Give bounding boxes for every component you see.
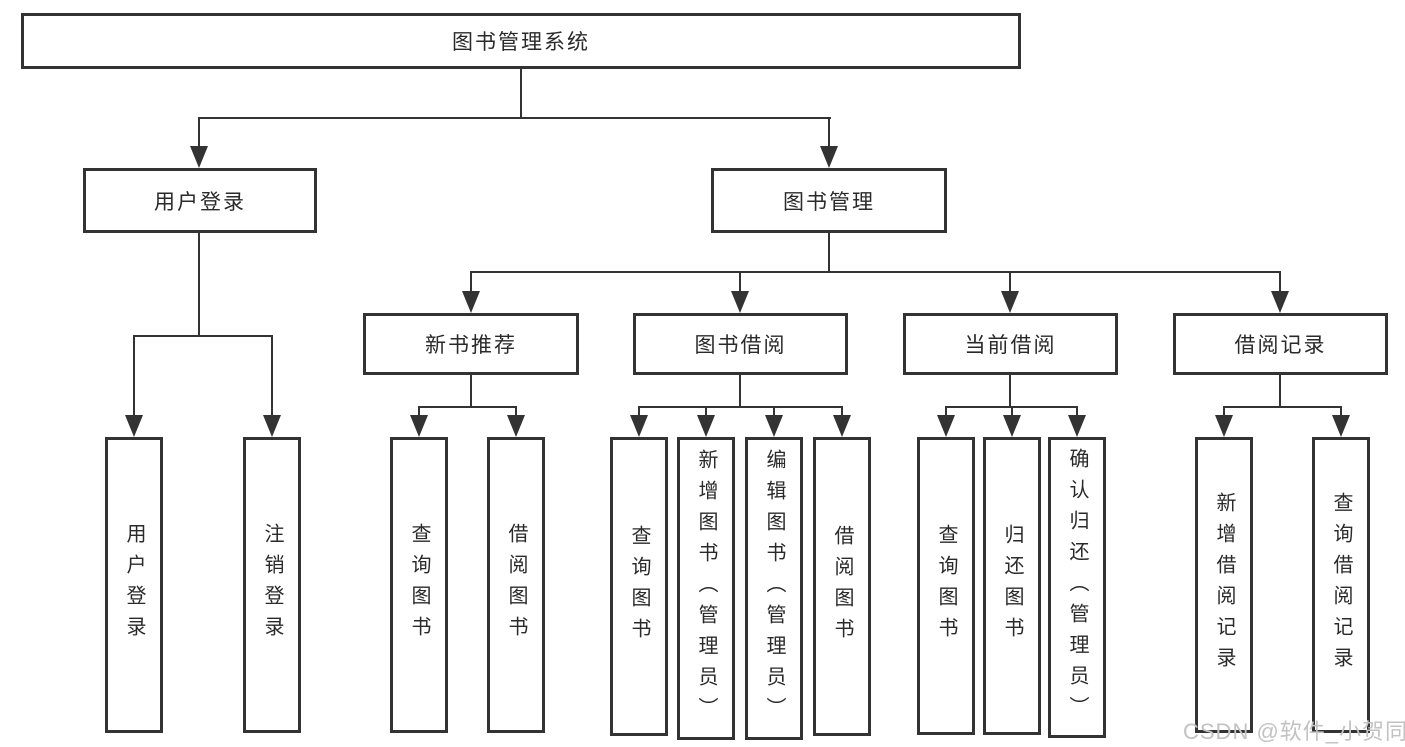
leaf-newbookrec-query-books-label: 查询图书 — [408, 523, 430, 647]
leaf-newbookrec-borrow-books: 借阅图书 — [487, 437, 545, 733]
node-newbook-rec: 新书推荐 — [363, 313, 579, 375]
connector-newbookrec-drop-2 — [515, 407, 517, 419]
arrowhead-book-mgmt — [820, 146, 838, 168]
leaf-records-query-borrow-record: 查询借阅记录 — [1312, 437, 1370, 733]
connector-userlogin-drop-1 — [133, 336, 135, 418]
connector-root-stem — [520, 69, 522, 118]
connector-newbookrec-drop-1 — [418, 407, 420, 419]
arrowhead-user-login — [190, 146, 208, 168]
connector-bookmgmt-drop-3 — [1009, 272, 1011, 293]
arrowhead-currentborrow-leaf-3 — [1068, 415, 1086, 437]
connector-newbookrec-crossbar — [418, 406, 517, 408]
arrowhead-leaf-logout — [263, 415, 281, 437]
connector-userlogin-drop-2 — [271, 336, 273, 418]
arrowhead-book-borrow — [731, 291, 749, 313]
connector-root-drop-right — [828, 118, 830, 150]
arrowhead-currentborrow-leaf-2 — [1003, 415, 1021, 437]
connector-borrowrecords-drop-2 — [1340, 407, 1342, 419]
leaf-currentborrow-query-books-label: 查询图书 — [935, 524, 957, 648]
arrowhead-bookborrow-leaf-2 — [697, 415, 715, 437]
arrowhead-current-borrow — [1001, 291, 1019, 313]
connector-currentborrow-stem — [1009, 375, 1011, 407]
leaf-user-login: 用户登录 — [105, 437, 163, 733]
node-borrow-records-label: 借阅记录 — [1234, 334, 1327, 357]
connector-bookmgmt-crossbar — [470, 271, 1281, 273]
leaf-bookborrow-edit-books-admin-label: 编辑图书（管理员） — [763, 449, 785, 728]
connector-bookborrow-drop-4 — [841, 407, 843, 419]
leaf-bookborrow-edit-books-admin: 编辑图书（管理员） — [745, 437, 803, 740]
connector-bookborrow-crossbar — [638, 406, 843, 408]
connector-borrowrecords-drop-1 — [1223, 407, 1225, 419]
leaf-currentborrow-return-books: 归还图书 — [983, 437, 1041, 735]
leaf-currentborrow-confirm-return-admin-label: 确认归还（管理员） — [1066, 448, 1088, 727]
node-newbook-rec-label: 新书推荐 — [425, 334, 517, 357]
node-book-mgmt-label: 图书管理 — [783, 190, 875, 214]
node-book-borrow-label: 图书借阅 — [694, 334, 787, 357]
node-root: 图书管理系统 — [21, 13, 1021, 69]
leaf-user-login-label: 用户登录 — [123, 523, 145, 647]
connector-bookmgmt-stem — [828, 233, 830, 272]
leaf-currentborrow-return-books-label: 归还图书 — [1001, 524, 1023, 648]
leaf-records-add-borrow-record: 新增借阅记录 — [1195, 437, 1253, 733]
connector-borrowrecords-crossbar — [1223, 406, 1342, 408]
connector-currentborrow-drop-1 — [945, 407, 947, 419]
connector-bookborrow-drop-2 — [705, 407, 707, 419]
connector-bookmgmt-drop-2 — [739, 272, 741, 293]
node-current-borrow: 当前借阅 — [903, 313, 1118, 375]
arrowhead-bookborrow-leaf-4 — [833, 415, 851, 437]
node-book-mgmt: 图书管理 — [711, 168, 947, 233]
connector-userlogin-stem — [198, 233, 200, 336]
leaf-bookborrow-query-books-label: 查询图书 — [628, 524, 650, 649]
connector-bookborrow-stem — [739, 375, 741, 407]
arrowhead-leaf-login — [125, 415, 143, 437]
leaf-bookborrow-add-books-admin: 新增图书（管理员） — [677, 437, 735, 740]
connector-currentborrow-drop-3 — [1076, 407, 1078, 419]
connector-userlogin-crossbar — [133, 335, 273, 337]
csdn-watermark: CSDN @软件_小贺同学 — [1183, 719, 1405, 744]
leaf-bookborrow-borrow-books-label: 借阅图书 — [831, 524, 853, 649]
leaf-newbookrec-query-books: 查询图书 — [390, 437, 448, 733]
arrowhead-newbookrec-leaf-1 — [410, 415, 428, 437]
arrowhead-bookborrow-leaf-3 — [765, 415, 783, 437]
leaf-bookborrow-borrow-books: 借阅图书 — [813, 437, 871, 736]
node-current-borrow-label: 当前借阅 — [964, 334, 1057, 357]
leaf-currentborrow-confirm-return-admin: 确认归还（管理员） — [1048, 437, 1106, 738]
node-user-login: 用户登录 — [83, 168, 317, 233]
leaf-newbookrec-borrow-books-label: 借阅图书 — [505, 523, 527, 647]
arrowhead-currentborrow-leaf-1 — [937, 415, 955, 437]
arrowhead-newbook-rec — [462, 291, 480, 313]
connector-bookborrow-drop-3 — [773, 407, 775, 419]
leaf-records-query-borrow-record-label: 查询借阅记录 — [1330, 492, 1352, 678]
leaf-bookborrow-query-books: 查询图书 — [610, 437, 668, 736]
connector-bookmgmt-drop-4 — [1279, 272, 1281, 293]
leaf-logout-label: 注销登录 — [261, 523, 283, 647]
leaf-currentborrow-query-books: 查询图书 — [917, 437, 975, 735]
leaf-records-add-borrow-record-label: 新增借阅记录 — [1213, 492, 1235, 678]
connector-newbookrec-stem — [470, 375, 472, 407]
arrowhead-borrow-records — [1271, 291, 1289, 313]
arrowhead-borrowrecords-leaf-1 — [1215, 415, 1233, 437]
node-book-borrow: 图书借阅 — [633, 313, 848, 375]
arrowhead-newbookrec-leaf-2 — [507, 415, 525, 437]
connector-currentborrow-drop-2 — [1011, 407, 1013, 419]
connector-borrowrecords-stem — [1279, 375, 1281, 407]
connector-root-drop-left — [198, 118, 200, 150]
connector-root-crossbar — [198, 117, 831, 119]
node-root-label: 图书管理系统 — [452, 31, 590, 54]
leaf-logout: 注销登录 — [243, 437, 301, 733]
leaf-bookborrow-add-books-admin-label: 新增图书（管理员） — [695, 449, 717, 728]
connector-bookborrow-drop-1 — [638, 407, 640, 419]
node-borrow-records: 借阅记录 — [1173, 313, 1388, 375]
node-user-login-label: 用户登录 — [154, 190, 246, 214]
arrowhead-bookborrow-leaf-1 — [630, 415, 648, 437]
arrowhead-borrowrecords-leaf-2 — [1332, 415, 1350, 437]
connector-bookmgmt-drop-1 — [470, 272, 472, 293]
